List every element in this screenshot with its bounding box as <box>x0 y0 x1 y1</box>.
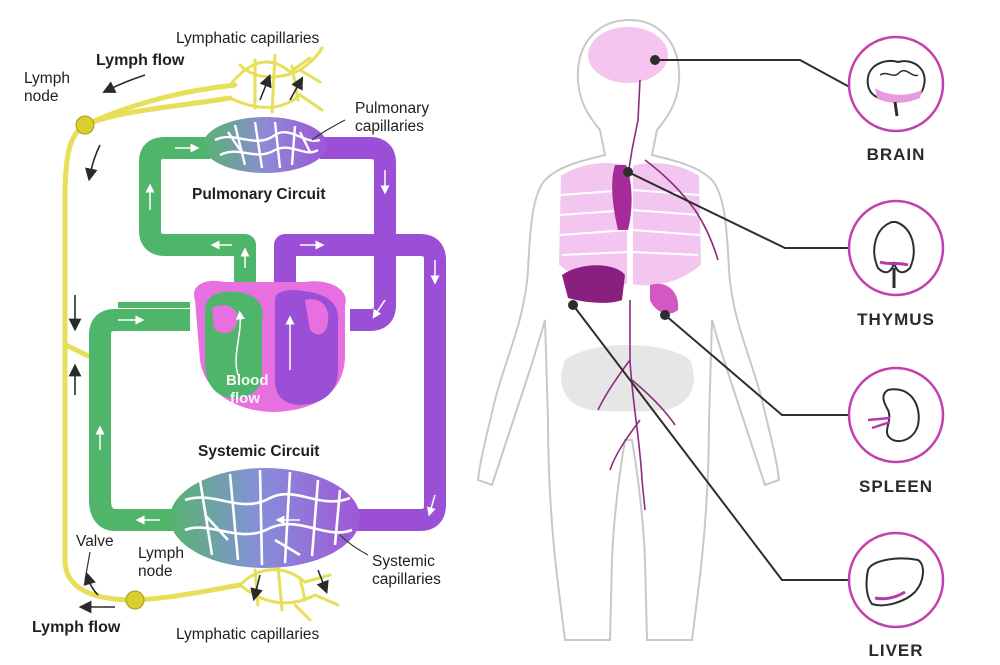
lymph-flow-arrows <box>68 74 329 614</box>
brain-shape <box>588 27 668 83</box>
body-silhouette <box>476 18 781 641</box>
label-blood-flow-2: flow <box>230 390 260 407</box>
label-lymph-node-bottom-2: node <box>138 563 173 580</box>
spleen-shape <box>650 283 679 314</box>
blood-flow-arrows <box>95 143 440 525</box>
systemic-capillary-bed <box>170 468 360 568</box>
body-diagram <box>476 18 945 641</box>
organ-label-liver: LIVER <box>868 641 924 660</box>
lymphatic-capillary-net-top <box>228 46 324 114</box>
lymph-node-top-shape <box>75 115 95 135</box>
label-blood-flow-1: Blood <box>226 372 269 389</box>
label-pulmonary-capillaries-2: capillaries <box>355 118 424 135</box>
thymus-icon <box>847 199 945 297</box>
leader-lines <box>84 119 369 581</box>
circulation-diagram <box>62 46 446 622</box>
label-lymph-node-bottom-1: Lymph <box>138 545 184 562</box>
liver-icon <box>847 531 945 629</box>
liver-shape <box>562 265 625 303</box>
label-lymph-node-top-2: node <box>24 88 59 105</box>
label-lymphatic-capillaries-top: Lymphatic capillaries <box>176 30 320 47</box>
brain-icon <box>847 35 945 133</box>
heart <box>194 280 346 412</box>
organ-label-brain: BRAIN <box>866 145 926 164</box>
body-lymph-vessels <box>597 79 719 511</box>
ribcage <box>556 161 704 288</box>
pulmonary-capillary-bed <box>203 117 327 173</box>
thymus-shape <box>612 165 632 230</box>
label-systemic-capillaries-1: Systemic <box>372 553 435 570</box>
organ-label-thymus: THYMUS <box>857 310 935 329</box>
label-valve: Valve <box>76 533 114 550</box>
organ-label-spleen: SPLEEN <box>858 477 934 496</box>
label-lymph-flow-top: Lymph flow <box>96 52 185 69</box>
lymph-node-bottom-shape <box>125 590 145 610</box>
label-lymph-node-top-1: Lymph <box>24 70 70 87</box>
label-systemic-circuit: Systemic Circuit <box>198 443 320 460</box>
label-pulmonary-circuit: Pulmonary Circuit <box>192 186 326 203</box>
spleen-icon <box>847 366 945 464</box>
lymph-vessel <box>62 82 243 603</box>
label-systemic-capillaries-2: capillaries <box>372 571 441 588</box>
organ-leader-lines <box>568 55 856 581</box>
label-lymph-flow-bottom: Lymph flow <box>32 619 121 636</box>
label-pulmonary-capillaries-1: Pulmonary <box>355 100 430 117</box>
label-lymphatic-capillaries-bottom: Lymphatic capillaries <box>176 626 320 643</box>
